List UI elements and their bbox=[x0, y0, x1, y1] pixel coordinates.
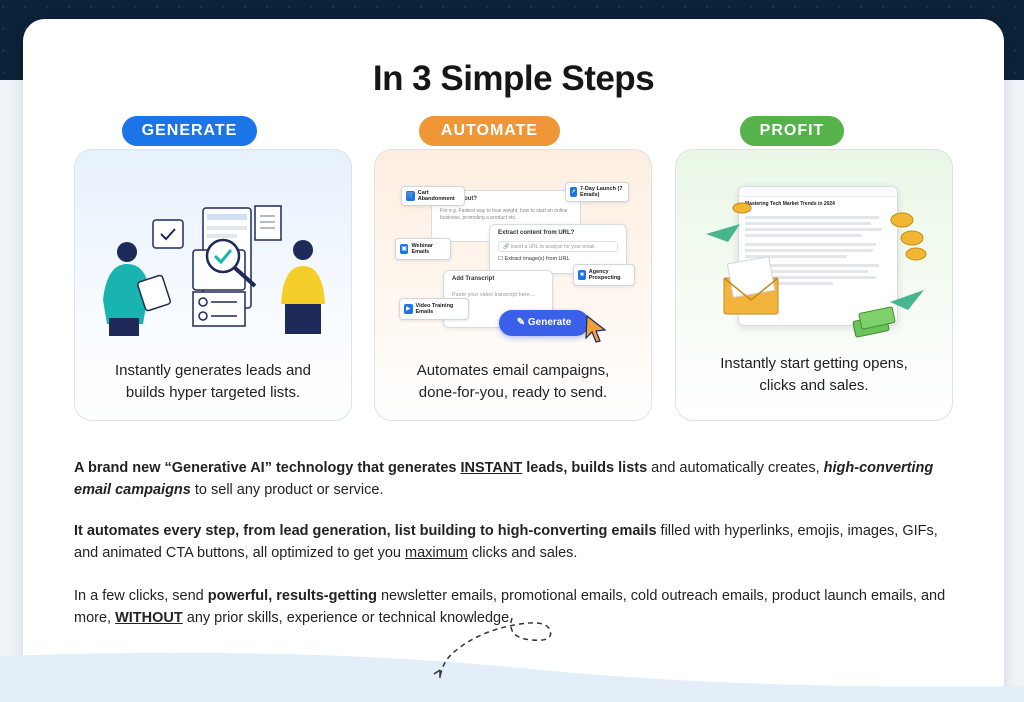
link-icon: 🔗 bbox=[503, 244, 511, 250]
intro-bold-1: A brand new “Generative AI” technology t… bbox=[74, 460, 461, 476]
intro-instant: INSTANT bbox=[460, 460, 523, 476]
tag-video-label: Video Training Emails bbox=[415, 303, 454, 315]
magic-wand-icon: ✎ bbox=[516, 317, 528, 328]
tag-7-day-launch: ➚ 7-Day Launch (7 Emails) bbox=[565, 182, 629, 202]
page-title: In 3 Simple Steps bbox=[372, 59, 655, 98]
tag-cart-abandonment: 🛒 Cart Abandonment bbox=[401, 186, 465, 206]
generate-button-label: Generate bbox=[527, 317, 572, 328]
clicks-without: WITHOUT bbox=[115, 609, 183, 626]
transcript-label: Add Transcript bbox=[452, 276, 495, 282]
step-profit-card: Mastering Tech Market Trends in 2024 bbox=[675, 149, 953, 421]
clicks-bold: powerful, results-getting bbox=[207, 588, 377, 604]
briefcase-icon: ■ bbox=[578, 270, 586, 280]
tag-agency-label: Agency Prospecting bbox=[588, 269, 621, 281]
intro-emphasis: high-converting email campaigns bbox=[74, 460, 934, 498]
cash-icon bbox=[852, 306, 896, 338]
tag-cart-label: Cart Abandonment bbox=[417, 190, 455, 202]
automate-caption: Automates email campaigns, done-for-you,… bbox=[375, 360, 651, 404]
document-body bbox=[739, 211, 897, 290]
automation-maximum: maximum bbox=[405, 544, 468, 561]
generate-pill: GENERATE bbox=[122, 116, 257, 146]
profit-caption-line2: clicks and sales. bbox=[759, 377, 869, 394]
automation-paragraph: It automates every step, from lead gener… bbox=[74, 521, 954, 564]
extract-url-label: Extract content from URL? bbox=[498, 230, 575, 236]
editor-toolbar bbox=[739, 187, 897, 197]
url-placeholder: Insert a URL to analyse for your email. bbox=[510, 244, 596, 250]
automation-text-1: filled with hyperlinks, emojis, images, … bbox=[74, 523, 938, 561]
clicks-text-3: any prior skills, experience or technica… bbox=[182, 609, 514, 626]
extract-images-label: Extract image(s) from URL bbox=[504, 256, 570, 262]
document-title: Mastering Tech Market Trends in 2024 bbox=[745, 201, 835, 207]
automation-text-2: clicks and sales. bbox=[467, 544, 578, 561]
profit-caption-line1: Instantly start getting opens, bbox=[720, 355, 908, 372]
extract-images-checkbox[interactable]: ☐ Extract image(s) from URL bbox=[498, 256, 618, 262]
intro-text-1: and automatically creates, bbox=[647, 460, 824, 476]
tag-webinar-label: Webinar Emails bbox=[411, 243, 434, 255]
dashed-arrow-icon bbox=[433, 617, 552, 678]
tag-video-training: ▶ Video Training Emails bbox=[399, 298, 469, 320]
automate-pill: AUTOMATE bbox=[419, 116, 560, 146]
coins-icon bbox=[732, 202, 927, 261]
tag-webinar-emails: ▣ Webinar Emails bbox=[395, 238, 451, 260]
generate-caption-line2: builds hyper targeted lists. bbox=[125, 384, 301, 401]
transcript-input[interactable]: Paste your video transcript here... bbox=[452, 292, 535, 298]
intro-text-2: to sell any product or service. bbox=[190, 481, 384, 498]
webinar-icon: ▣ bbox=[400, 244, 409, 254]
generate-button[interactable]: ✎ Generate bbox=[499, 310, 589, 336]
tag-launch-label: 7-Day Launch (7 Emails) bbox=[579, 186, 623, 198]
bottom-wave bbox=[0, 652, 1024, 702]
lead-generation-illustration bbox=[103, 205, 325, 336]
topic-hint: For e.g. Fastest way to lose weight, how… bbox=[440, 208, 568, 221]
clicks-paragraph: In a few clicks, send powerful, results-… bbox=[74, 586, 954, 629]
generate-caption-line1: Instantly generates leads and bbox=[115, 362, 311, 379]
automation-bold: It automates every step, from lead gener… bbox=[74, 523, 657, 539]
step-generate-card: Instantly generates leads and builds hyp… bbox=[74, 149, 352, 421]
profit-caption: Instantly start getting opens, clicks an… bbox=[676, 353, 952, 397]
profit-decorations bbox=[706, 202, 927, 338]
checkbox-icon: ☐ bbox=[498, 256, 505, 262]
intro-bold-2: leads, builds lists bbox=[522, 460, 648, 476]
url-input[interactable]: 🔗 Insert a URL to analyse for your email… bbox=[498, 241, 618, 252]
clicks-text-1: In a few clicks, send bbox=[74, 588, 208, 604]
profit-pill: PROFIT bbox=[740, 116, 844, 146]
automate-caption-line2: done-for-you, ready to send. bbox=[418, 384, 608, 401]
intro-paragraph: A brand new “Generative AI” technology t… bbox=[74, 458, 954, 501]
clicks-text-2: newsletter emails, promotional emails, c… bbox=[74, 588, 946, 626]
rocket-icon: ➚ bbox=[570, 187, 577, 197]
step-automate-card: email about? For e.g. Fastest way to los… bbox=[374, 149, 652, 421]
cart-icon: 🛒 bbox=[406, 191, 415, 201]
automate-caption-line1: Automates email campaigns, bbox=[416, 362, 610, 379]
generate-caption: Instantly generates leads and builds hyp… bbox=[75, 360, 351, 404]
envelope-icon bbox=[723, 256, 779, 315]
paper-plane-icon bbox=[706, 224, 924, 310]
cursor-icon bbox=[585, 314, 607, 343]
video-icon: ▶ bbox=[404, 304, 413, 314]
tag-agency-prospecting: ■ Agency Prospecting bbox=[573, 264, 635, 286]
